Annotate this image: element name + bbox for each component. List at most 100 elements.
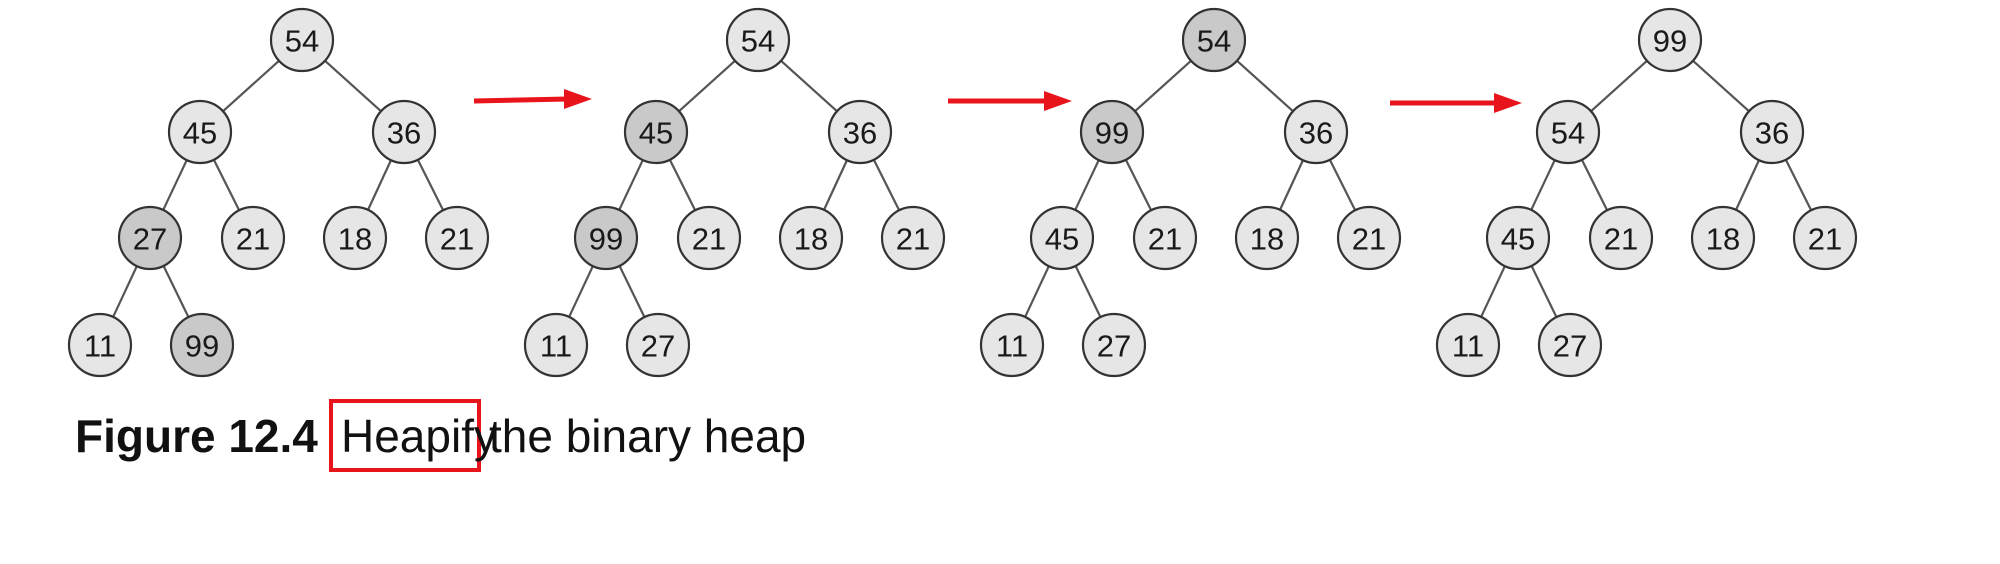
- caption-highlighted-word: Heapify: [341, 410, 497, 462]
- tree-edge: [1692, 59, 1750, 113]
- tree-edge: [1134, 59, 1192, 113]
- heap-node: 27: [1537, 312, 1603, 378]
- heap-node: 21: [1588, 205, 1654, 271]
- arrow-3: [1390, 93, 1522, 113]
- node-value: 36: [843, 116, 877, 151]
- heap-node: 45: [623, 99, 689, 165]
- node-value: 54: [741, 24, 775, 59]
- heap-node: 21: [1336, 205, 1402, 271]
- node-value: 21: [1148, 222, 1182, 257]
- node-circle: [1637, 7, 1703, 73]
- arrow-head: [1044, 91, 1072, 111]
- heap-node: 27: [1081, 312, 1147, 378]
- heap-tree-2: 54 45 36 99 21 18 21 11 27: [523, 7, 946, 378]
- node-circle: [1537, 312, 1603, 378]
- tree-edge: [872, 159, 901, 211]
- tree-edge: [1590, 59, 1648, 113]
- heap-node: 11: [523, 312, 589, 378]
- figure-caption: Figure 12.4 Heapify the binary heap: [75, 399, 806, 472]
- node-value: 11: [540, 329, 572, 364]
- heap-node: 99: [1079, 99, 1145, 165]
- heap-node: 21: [424, 205, 490, 271]
- node-circle: [1739, 99, 1805, 165]
- heap-node: 36: [371, 99, 437, 165]
- node-circle: [1336, 205, 1402, 271]
- node-circle: [725, 7, 791, 73]
- heap-node: 18: [778, 205, 844, 271]
- node-value: 54: [1551, 116, 1585, 151]
- node-circle: [1535, 99, 1601, 165]
- node-value: 21: [1808, 222, 1842, 257]
- tree-edge: [367, 159, 392, 211]
- node-circle: [979, 312, 1045, 378]
- node-circle: [322, 205, 388, 271]
- node-value: 45: [639, 116, 673, 151]
- node-circle: [827, 99, 893, 165]
- tree-edge: [1024, 265, 1050, 318]
- heap-node: 27: [117, 205, 183, 271]
- tree-edge: [568, 265, 594, 318]
- arrow-2: [948, 91, 1072, 111]
- node-circle: [1132, 205, 1198, 271]
- tree-edge: [668, 159, 697, 211]
- caption-text: the binary heap: [489, 410, 806, 462]
- tree-edge: [1124, 159, 1153, 211]
- tree-edge: [1530, 159, 1556, 211]
- tree-edge: [162, 265, 190, 318]
- node-value: 21: [692, 222, 726, 257]
- node-circle-highlighted: [1079, 99, 1145, 165]
- tree-edge: [1074, 265, 1102, 318]
- node-circle: [523, 312, 589, 378]
- tree-edge: [780, 59, 838, 113]
- heap-trees: 54 45 36 27 21 18 21 11 99 54 45 36 99 21 18 21 11 27 54 99…: [67, 7, 1858, 378]
- heap-node: 18: [1690, 205, 1756, 271]
- tree-edge: [1279, 159, 1304, 211]
- heap-node: 21: [676, 205, 742, 271]
- tree-edge: [416, 159, 445, 211]
- node-circle-highlighted: [117, 205, 183, 271]
- node-circle: [880, 205, 946, 271]
- tree-edge: [618, 265, 646, 318]
- node-value: 11: [996, 329, 1028, 364]
- node-value: 99: [185, 329, 219, 364]
- node-circle: [625, 312, 691, 378]
- node-value: 54: [1197, 24, 1231, 59]
- node-value: 45: [1045, 222, 1079, 257]
- heap-node: 11: [67, 312, 133, 378]
- heap-node: 27: [625, 312, 691, 378]
- heap-node: 11: [979, 312, 1045, 378]
- node-value: 27: [1097, 329, 1131, 364]
- arrow-1: [473, 89, 592, 109]
- tree-edge: [1784, 159, 1813, 211]
- heap-node: 21: [220, 205, 286, 271]
- node-value: 11: [84, 329, 116, 364]
- node-circle: [1081, 312, 1147, 378]
- node-circle: [67, 312, 133, 378]
- tree-edge: [1328, 159, 1357, 211]
- node-circle: [1485, 205, 1551, 271]
- heap-node: 36: [1739, 99, 1805, 165]
- node-circle: [778, 205, 844, 271]
- heap-node: 18: [322, 205, 388, 271]
- figure-number: Figure 12.4: [75, 410, 318, 462]
- node-circle: [1435, 312, 1501, 378]
- node-value: 21: [896, 222, 930, 257]
- heap-node: 54: [1181, 7, 1247, 73]
- node-value: 36: [387, 116, 421, 151]
- node-value: 99: [589, 222, 623, 257]
- node-value: 21: [236, 222, 270, 257]
- tree-edge: [618, 159, 644, 211]
- node-circle-highlighted: [573, 205, 639, 271]
- tree-edge: [212, 159, 241, 211]
- node-circle: [676, 205, 742, 271]
- node-value: 36: [1755, 116, 1789, 151]
- node-value: 99: [1095, 116, 1129, 151]
- heap-node: 21: [1792, 205, 1858, 271]
- node-circle: [1029, 205, 1095, 271]
- tree-edge: [1580, 159, 1609, 211]
- tree-edge: [1236, 59, 1294, 113]
- heap-node: 36: [827, 99, 893, 165]
